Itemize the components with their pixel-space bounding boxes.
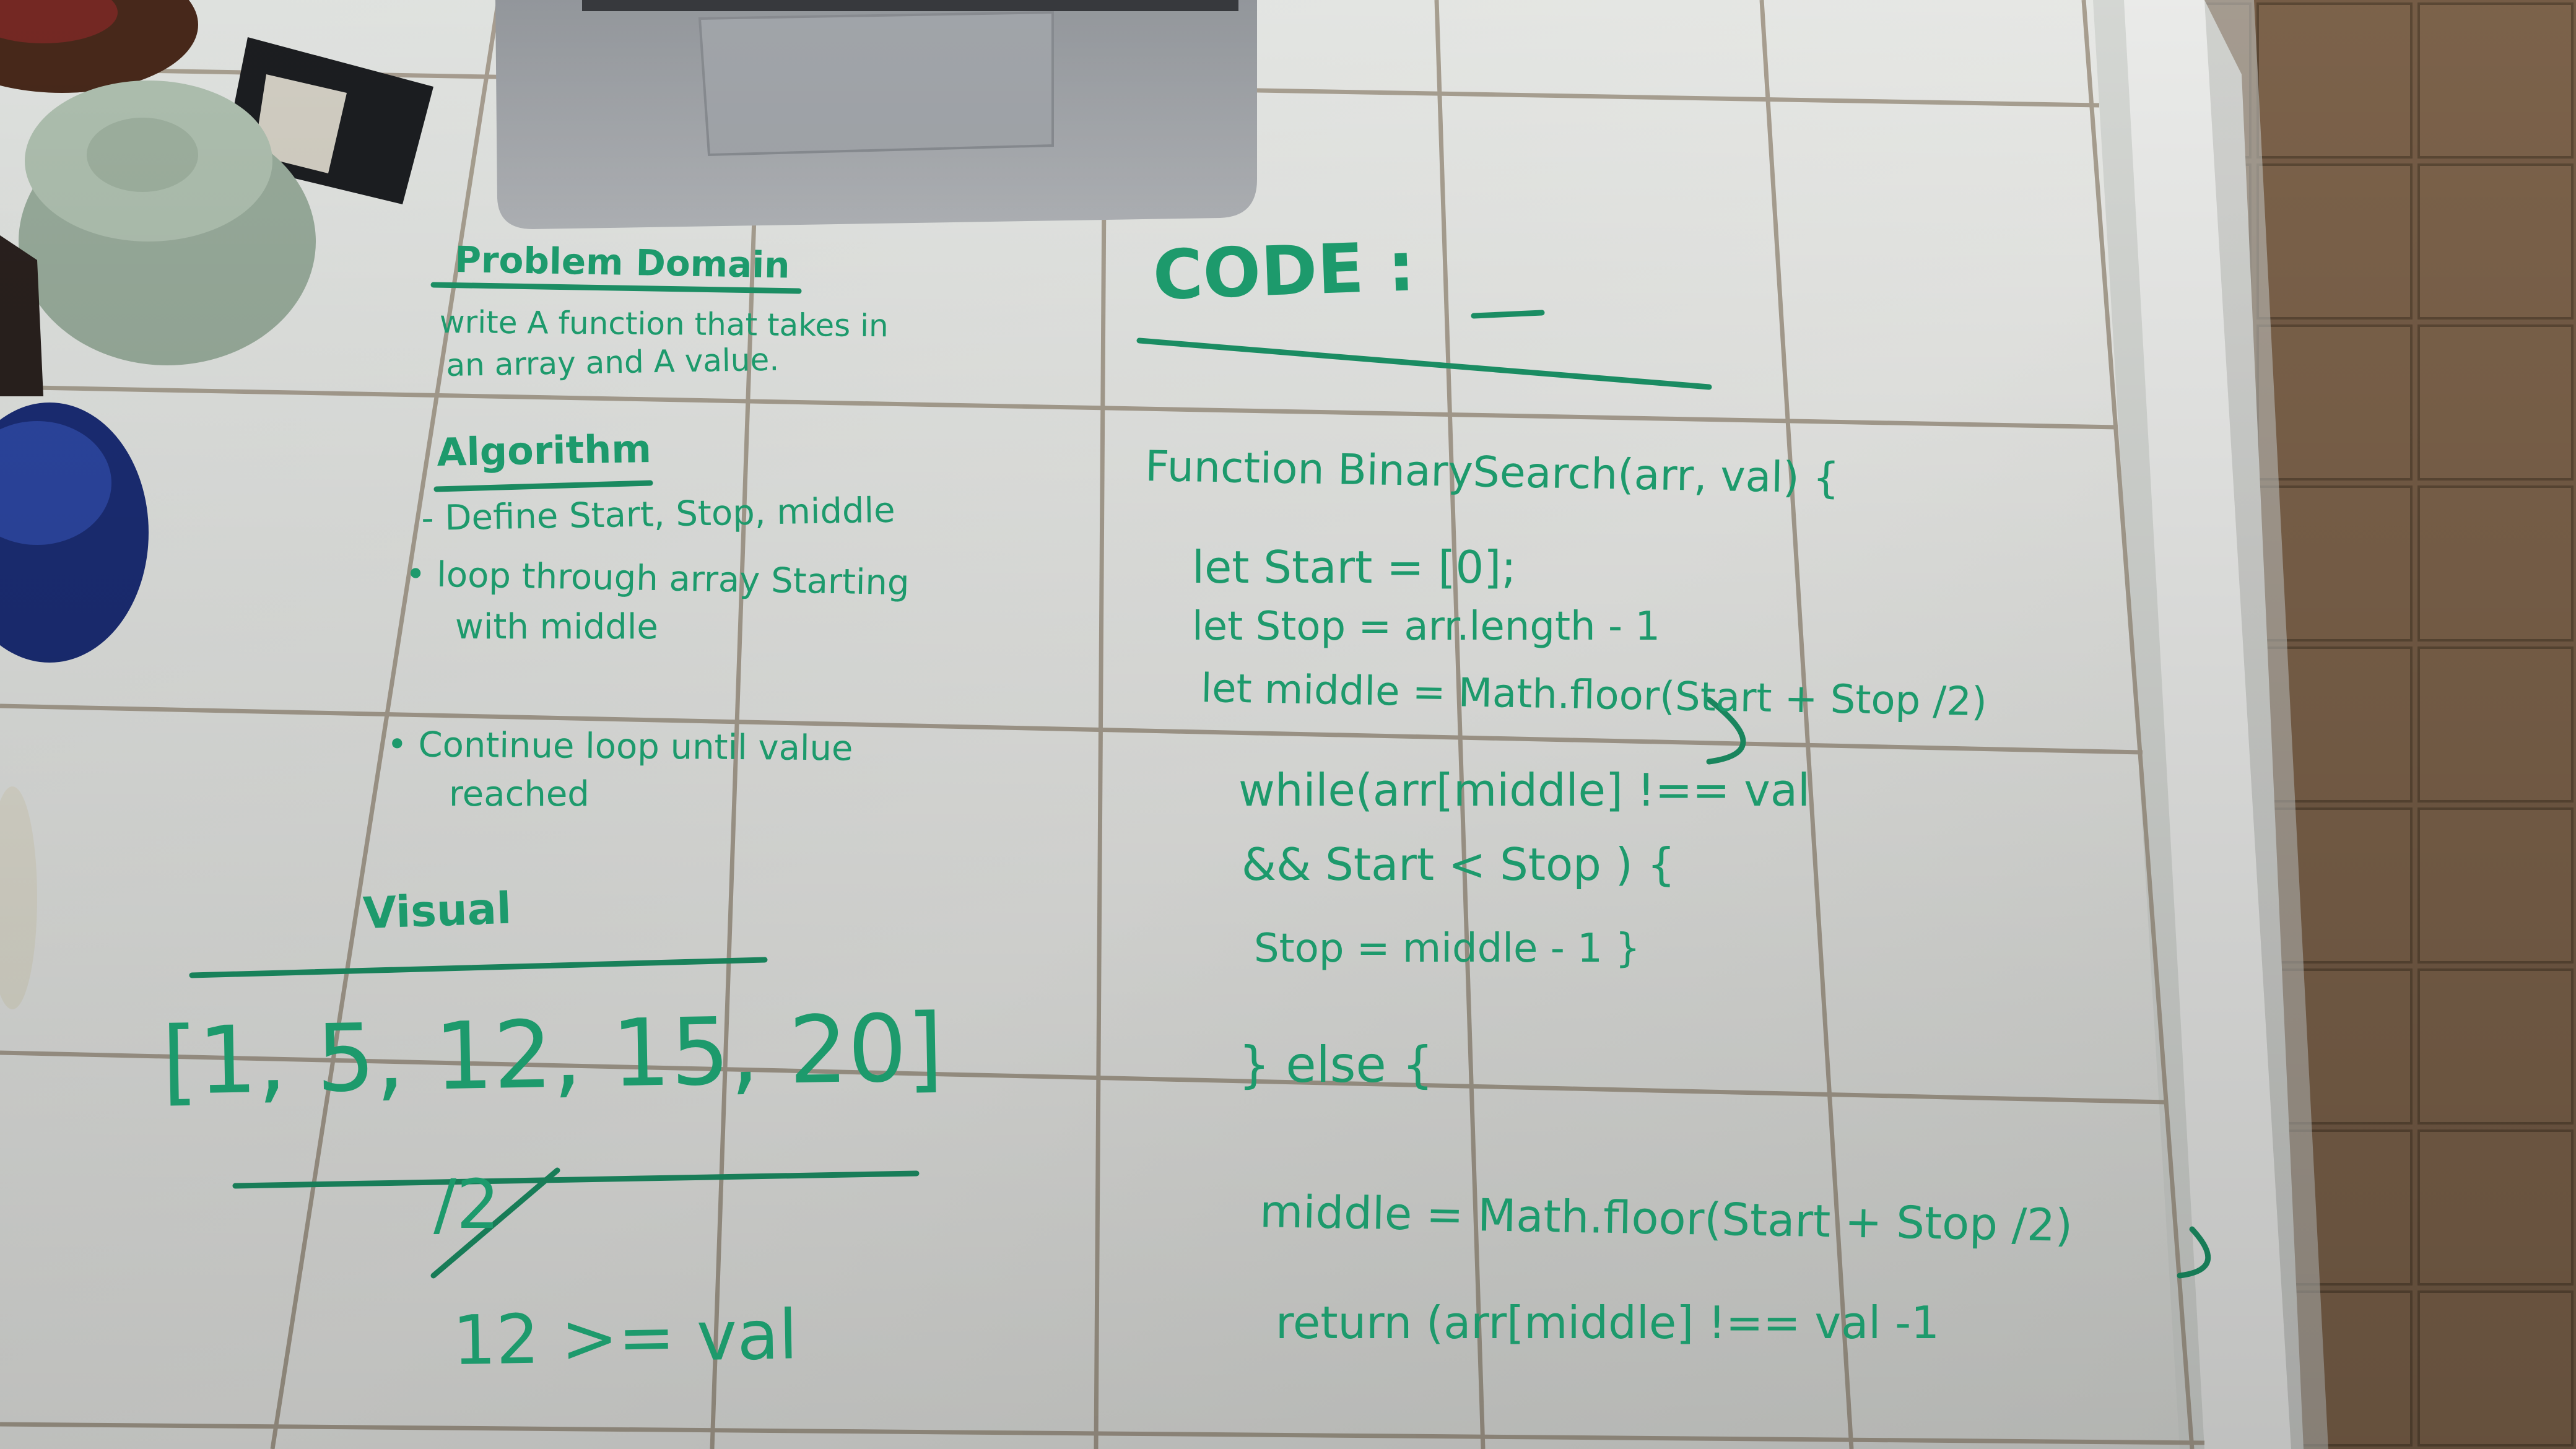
algorithm-step-2-line-2: with middle [455, 607, 658, 647]
algorithm-step-1: - Define Start, Stop, middle [420, 490, 896, 539]
visual-heading: Visual [362, 882, 513, 939]
code-line-6: && Start < Stop ) { [1242, 838, 1676, 890]
problem-line-2: an array and A value. [445, 341, 780, 383]
code-line-9: middle = Math.floor(Start + Stop /2) [1259, 1185, 2073, 1251]
code-line-8: } else { [1238, 1036, 1434, 1094]
code-line-1: Function BinarySearch(arr, val) { [1144, 442, 1840, 503]
visual-array: [1, 5, 12, 15, 20] [160, 994, 944, 1116]
visual-divide-by-two: /2 [433, 1165, 500, 1244]
algorithm-heading: Algorithm [436, 425, 652, 475]
problem-domain-heading: Problem Domain [454, 238, 791, 287]
visual-compare: 12 >= val [451, 1295, 799, 1380]
code-line-2: let Start = [0]; [1192, 541, 1516, 593]
algorithm-step-2-line-1: • loop through array Starting [404, 554, 910, 604]
algorithm-step-3-line-2: reached [449, 774, 590, 814]
code-line-10: return (arr[middle] !== val -1 [1276, 1297, 1939, 1349]
code-line-3: let Stop = arr.length - 1 [1192, 604, 1661, 650]
algorithm-step-3-line-1: • Continue loop until value [386, 724, 853, 769]
code-heading: CODE : [1151, 227, 1416, 315]
problem-line-1: write A function that takes in [439, 304, 889, 344]
code-line-7: Stop = middle - 1 } [1254, 926, 1640, 972]
code-line-5: while(arr[middle] !== val [1238, 764, 1811, 816]
